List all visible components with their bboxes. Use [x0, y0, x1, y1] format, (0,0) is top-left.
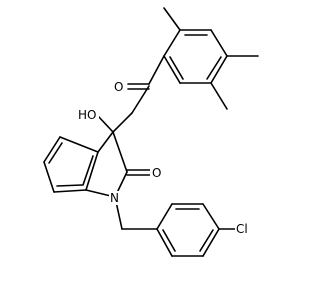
atom-label-lactam-oxygen: O [152, 166, 161, 180]
double-bond-inner [56, 184, 83, 187]
atom-label-carbonyl-oxygen: O [114, 80, 123, 94]
bond [202, 228, 220, 257]
atom-labels: O HO O N Cl [77, 79, 255, 236]
bond [112, 131, 128, 173]
structure-diagram: O HO O N Cl [43, 7, 259, 257]
bond [43, 136, 61, 163]
oxindole-core [43, 115, 151, 198]
bond [210, 55, 228, 84]
ketone-bridge [112, 55, 165, 133]
bond [148, 55, 165, 85]
bond [156, 228, 173, 257]
bond [202, 203, 220, 230]
bond [210, 29, 228, 57]
bond [163, 29, 181, 57]
bond [97, 115, 114, 133]
bond [163, 55, 181, 84]
double-bond-inner [206, 56, 222, 80]
atom-label-hydroxyl: HO [78, 108, 96, 122]
mesityl-ring [163, 7, 259, 110]
atom-label-chlorine: Cl [236, 222, 248, 236]
bond [112, 112, 133, 133]
double-bond-inner [162, 229, 176, 252]
double-bond-inner [199, 229, 214, 252]
molecule-canvas: O HO O N Cl [43, 7, 259, 257]
double-bond-inner [82, 155, 94, 186]
double-bond-inner [48, 142, 63, 164]
double-bond-inner [169, 56, 184, 80]
bond [43, 161, 55, 193]
methyl-bond [210, 82, 228, 110]
bond [131, 85, 150, 114]
bond [85, 151, 99, 191]
bond [53, 189, 87, 193]
chlorobenzyl-group [114, 196, 237, 257]
atom-label-nitrogen: N [110, 191, 119, 205]
bond [59, 136, 99, 153]
bond [97, 131, 114, 153]
methyl-bond [163, 7, 181, 31]
bond [156, 203, 173, 230]
